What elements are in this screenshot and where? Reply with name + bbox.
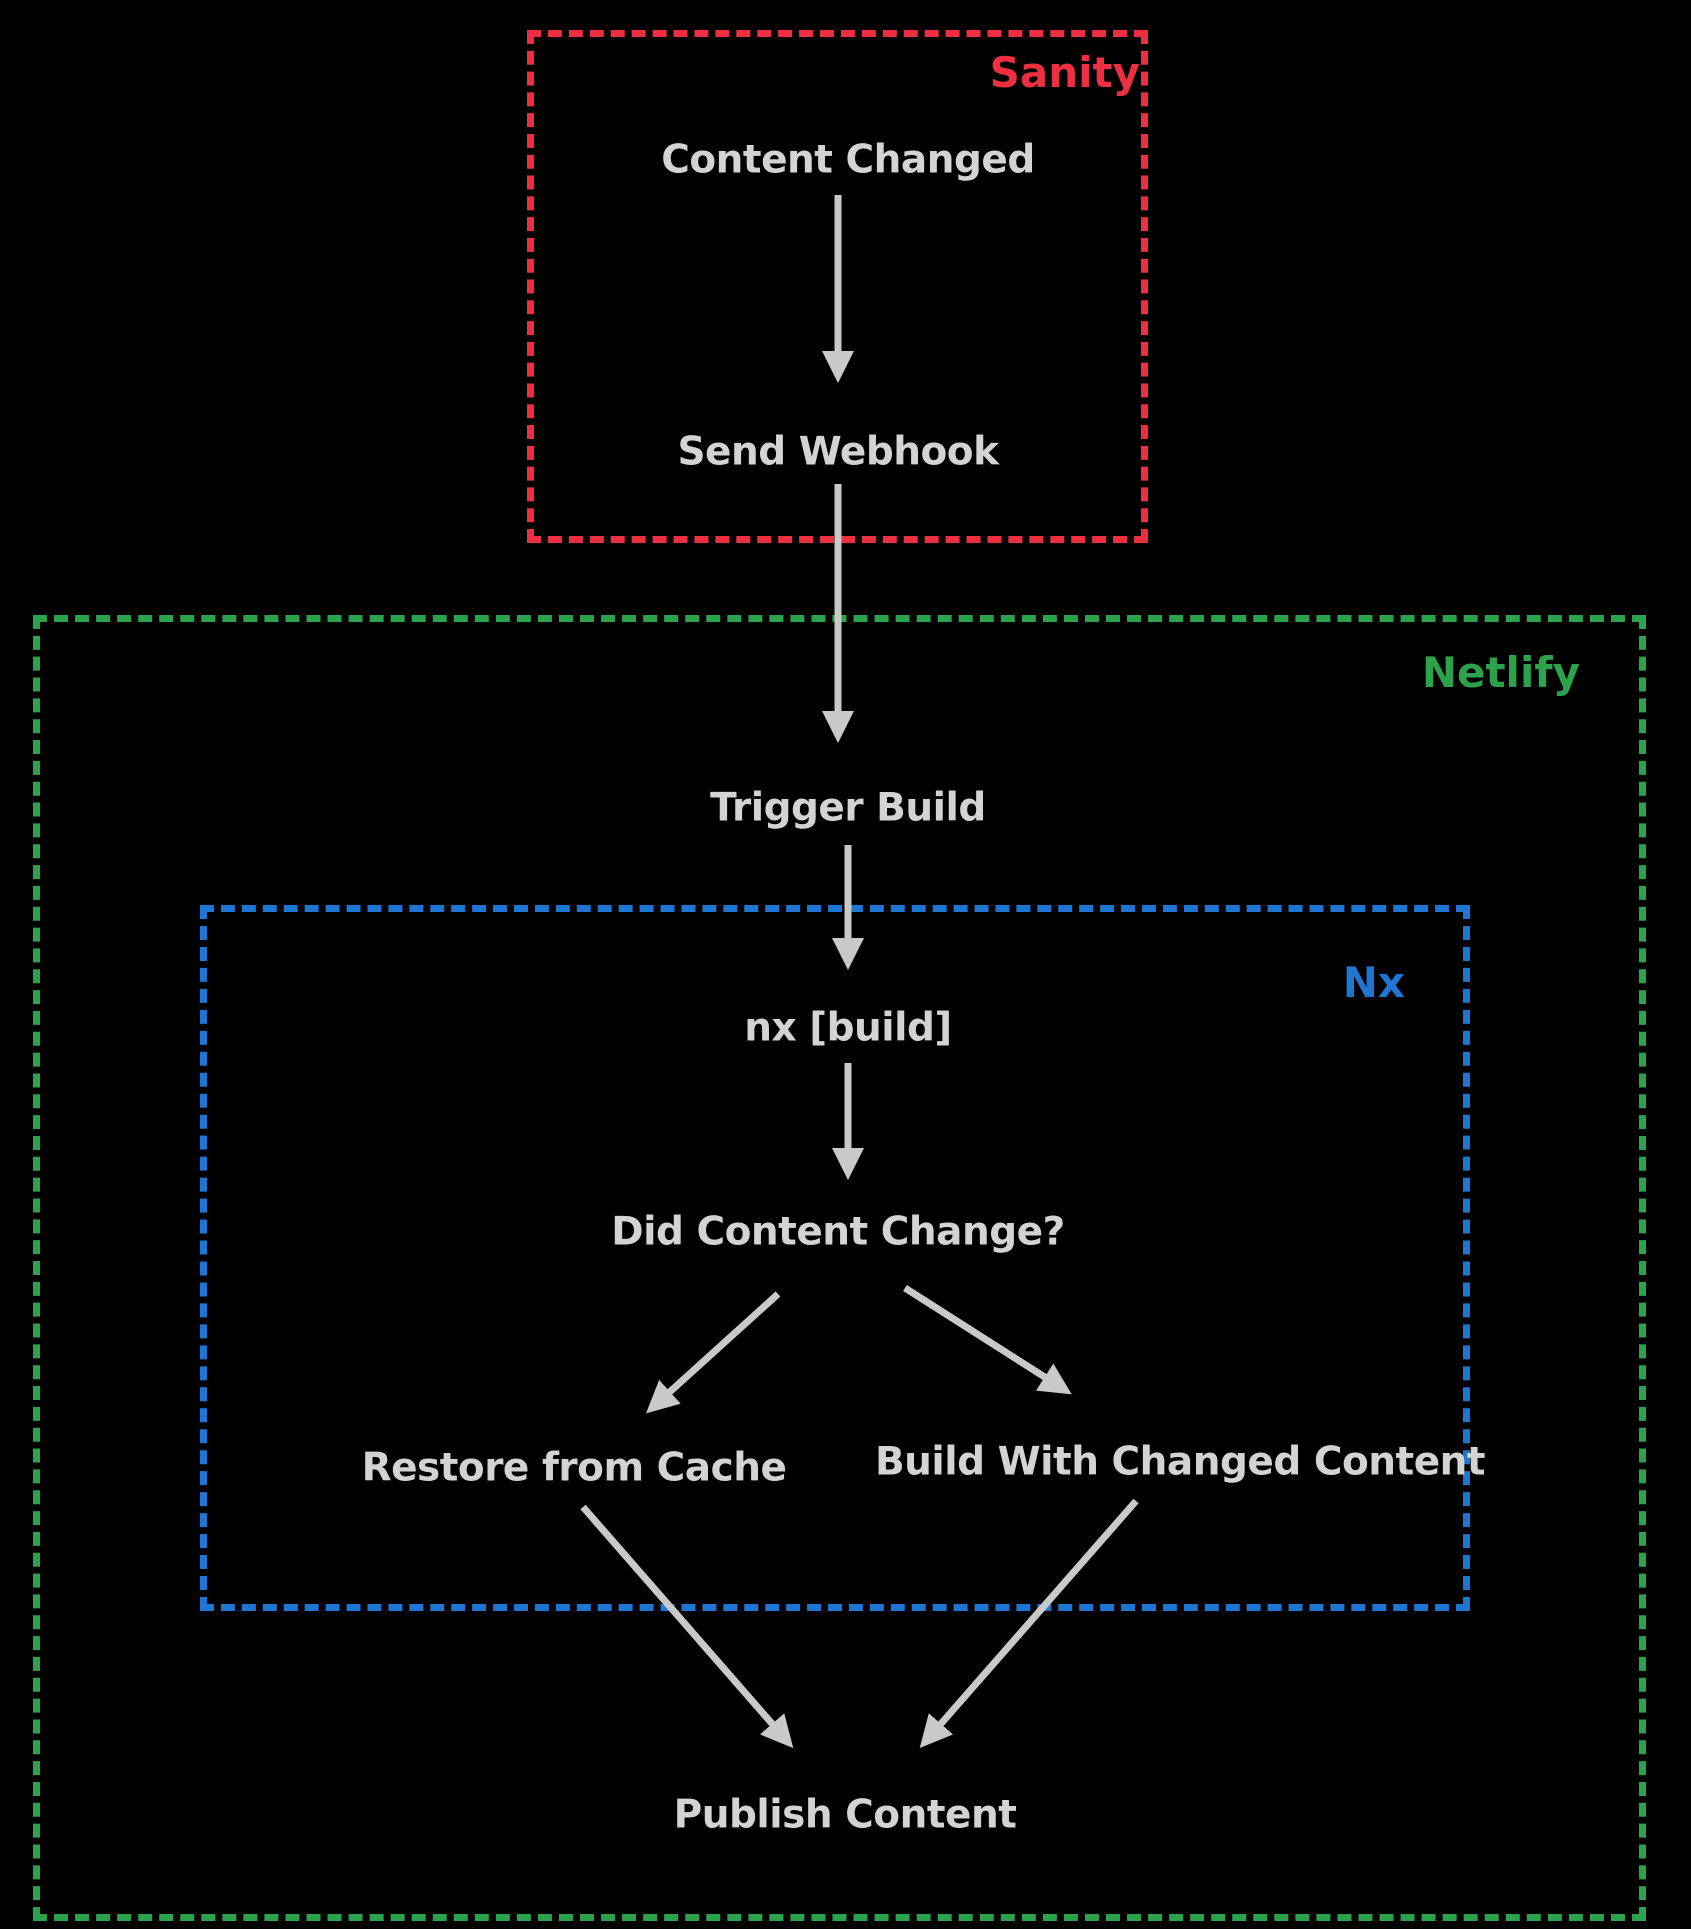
nx-group-box — [200, 905, 1470, 1611]
node-trigger-build: Trigger Build — [710, 785, 986, 831]
node-send-webhook: Send Webhook — [677, 429, 999, 475]
node-nx-build: nx [build] — [744, 1005, 952, 1051]
node-publish-content: Publish Content — [673, 1792, 1017, 1838]
netlify-group-label: Netlify — [1421, 648, 1580, 697]
sanity-group-label: Sanity — [989, 48, 1140, 97]
node-content-changed: Content Changed — [661, 137, 1035, 183]
node-restore-from-cache: Restore from Cache — [361, 1445, 787, 1491]
node-build-with-changed-content: Build With Changed Content — [874, 1439, 1486, 1485]
nx-group-label: Nx — [1342, 958, 1405, 1007]
node-did-content-change: Did Content Change? — [611, 1209, 1065, 1255]
